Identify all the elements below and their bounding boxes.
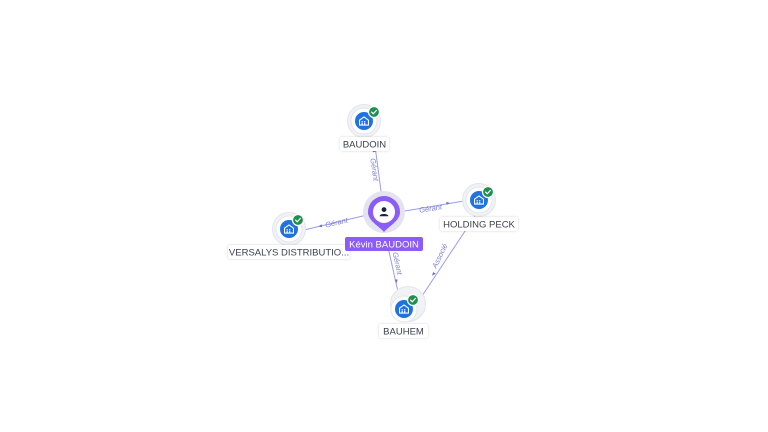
person-label-box — [345, 237, 423, 251]
edge-label: Associé — [430, 242, 450, 270]
node-label-box — [440, 217, 518, 231]
arrow-icon — [394, 279, 398, 283]
node-label-box — [228, 245, 350, 259]
node-label: BAUHEM — [383, 327, 424, 338]
edge-center-holding-peck[interactable]: Gérant — [398, 200, 465, 215]
node-bauhem[interactable]: BAUHEM — [379, 286, 428, 339]
node-holding-peck[interactable]: HOLDING PECK — [440, 183, 518, 232]
node-label: VERSALYS DISTRIBUTIO... — [229, 248, 349, 259]
arrow-icon — [446, 201, 450, 205]
node-label-box — [379, 324, 428, 338]
verified-check-icon — [367, 105, 381, 119]
verified-check-icon — [291, 213, 305, 227]
node-versalys[interactable]: VERSALYS DISTRIBUTIO... — [228, 212, 350, 260]
verified-check-icon — [481, 185, 495, 199]
node-baudoin[interactable]: BAUDOIN — [340, 104, 389, 152]
node-label-box — [340, 137, 389, 151]
person-label: Kévin BAUDOIN — [349, 240, 419, 251]
edge-label: Gérant — [368, 158, 380, 183]
edge-label: Gérant — [419, 202, 444, 215]
edge-label: Gérant — [391, 251, 405, 276]
edge-center-versalys[interactable]: Gérant — [303, 214, 368, 231]
verified-check-icon — [406, 293, 420, 307]
arrow-icon — [318, 224, 323, 228]
arrow-icon — [432, 272, 436, 276]
edge-label: Gérant — [324, 215, 349, 229]
node-label: BAUDOIN — [343, 140, 386, 151]
node-label: HOLDING PECK — [443, 220, 515, 231]
person-icon — [379, 207, 389, 217]
node-center-person[interactable]: Kévin BAUDOIN — [345, 191, 423, 251]
